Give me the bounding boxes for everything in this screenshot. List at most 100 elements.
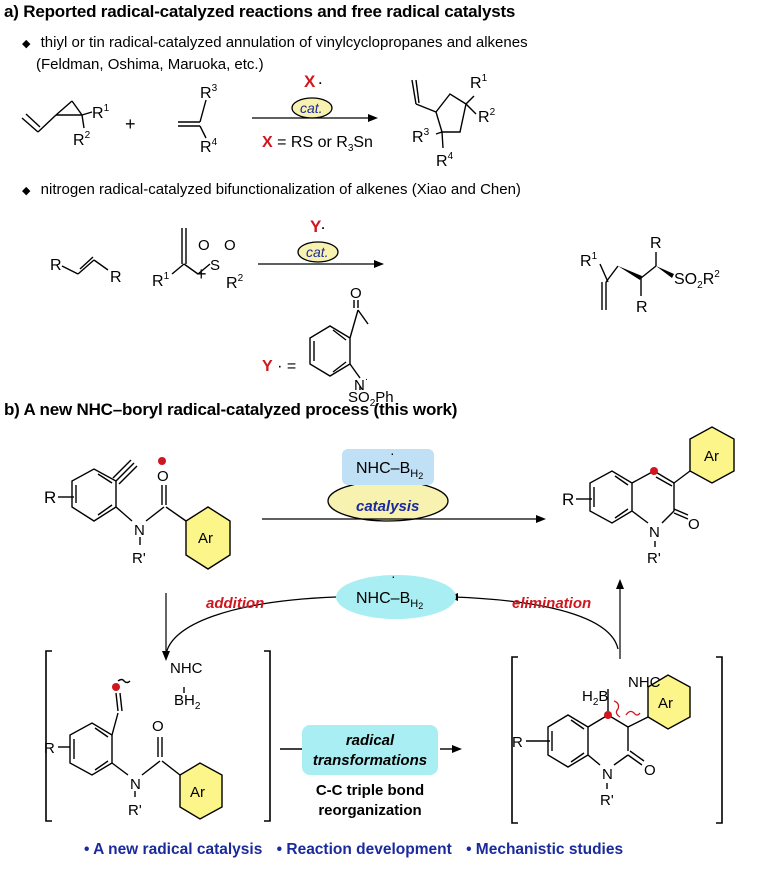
alkene-reactant [178,99,207,139]
nhc-boryl-scheme: R O N R' Ar NHC–BH2 · catalysis Ar R N O… [44,426,735,824]
catalyst-box-label: NHC–BH2 [356,460,423,481]
arrowhead-icon [162,651,170,661]
footer-item: • Mechanistic studies [466,841,624,858]
sulfone-o2: O [224,237,236,254]
substrate-alkyne-amide [71,459,187,545]
bracket-right-open [511,656,518,824]
product-ar: Ar [704,448,719,465]
product-r3: R3 [412,127,430,146]
product2-r1: R1 [580,251,598,270]
alkene-r-right: R [110,269,122,286]
middle-box-line1: radical [346,732,395,749]
x-definition: X = RS or R3Sn [262,134,373,154]
footer-item: • Reaction development [276,841,452,858]
arrowhead-icon [616,579,624,589]
cycle-catalyst-label: NHC–BH2 [356,590,423,611]
dihydroquinolinone-intermediate [526,689,649,789]
catalyst-cycle-ellipse [291,97,333,119]
product-o: O [688,516,700,533]
substrate-r-prime: R' [132,550,146,567]
substrate-o: O [157,468,169,485]
footer-highlights: • A new radical catalysis • Reaction dev… [84,841,623,859]
addition-label: addition [206,595,264,612]
r4-label: R4 [200,137,218,156]
aryl-ring-yellow [647,674,691,730]
aryl-ring-yellow [185,506,231,570]
int2-nhc: NHC [628,674,661,691]
radical-transformations-box [302,725,438,775]
cycle-arc-right [453,596,619,650]
nhc-bh2-catalyst-box [342,449,434,485]
vinylcyclopropane [21,100,93,133]
int2-ar: Ar [658,695,673,712]
cycle-catalyst-ellipse [336,575,456,619]
substrate-r: R [44,488,56,507]
cat-label: cat. [300,100,323,116]
int1-r: R [44,740,55,757]
radical-dot-icon: · [391,568,396,584]
bullet-1-text: thiyl or tin radical-catalyzed annulatio… [40,34,528,51]
bracket-left-close [264,650,271,822]
int2-o: O [644,762,656,779]
int2-r: R [512,734,523,751]
sulfone-o1: O [198,237,210,254]
sulfone-r1: R1 [152,271,170,290]
y-aryl-structure [309,300,369,390]
reaction-1-scheme: R1 R2 + R3 R4 cat. X · X = RS or R3Sn R1… [21,72,496,170]
arrowhead-icon [368,114,378,122]
reaction-2-product: R1 R R SO2R2 [580,235,720,316]
int1-o: O [152,718,164,735]
section-b-title: b) A new NHC–boryl radical-catalyzed pro… [4,400,458,419]
aryl-ring-yellow [179,762,223,820]
arrowhead-icon [452,745,462,753]
int1-ar: Ar [190,784,205,801]
allyl-sulfone [171,228,211,275]
aryl-ring-yellow [689,426,735,484]
bullet-1-refs: (Feldman, Oshima, Maruoka, etc.) [36,56,264,73]
alkene-reactant-2 [61,256,109,275]
product2-r-top: R [650,235,662,252]
product-r4: R4 [436,151,454,170]
y-o-label: O [350,285,362,302]
product-n: N [649,524,660,541]
sulfone-r2: R2 [226,273,244,292]
y-so2ph-label: SO2Ph [348,389,394,409]
int1-n: N [130,776,141,793]
vinyl-radical-intermediate [58,678,185,797]
catalyst-cycle-ellipse-2 [297,241,339,263]
y-n-label: N· [354,374,368,390]
sulfone-s: S [210,257,220,274]
product2-r-bottom: R [636,299,648,316]
catalysis-label: catalysis [356,498,419,515]
plus-sign: + [125,114,136,134]
int2-h2b: H2B [582,688,608,708]
product-r1: R1 [470,73,488,92]
product2-so2r2: SO2R2 [674,269,720,291]
r3-label: R3 [200,83,218,102]
product-r-prime: R' [647,550,661,567]
section-a-title: a) Reported radical-catalyzed reactions … [4,2,516,21]
bullet-2-text: nitrogen radical-catalyzed bifunctionali… [40,181,521,198]
cyclopentane-product [411,79,477,149]
arrowhead-icon [536,515,546,523]
middle-caption-line1: C-C triple bond [316,782,424,799]
radical-dot-icon: · [390,445,395,461]
bracket-right-close [716,656,723,824]
bond-cleavage-arrows-icon [613,700,641,718]
cat-label-2: cat. [306,244,329,260]
r1-label: R1 [92,103,110,122]
bullet-1: ◆ thiyl or tin radical-catalyzed annulat… [22,34,528,51]
bracket-left-open [45,650,52,822]
red-dot-icon [604,711,612,719]
arrowhead-icon [374,260,384,268]
x-radical-label: X · [304,72,323,91]
r2-label: R2 [73,130,91,149]
red-dot-icon [158,457,166,465]
alkene-r-left: R [50,257,62,274]
red-dot-icon [650,467,658,475]
int2-n: N [602,766,613,783]
footer-item: • A new radical catalysis [84,841,263,858]
middle-caption-line2: reorganization [318,802,421,819]
substrate-ar: Ar [198,530,213,547]
bullet-2: ◆ nitrogen radical-catalyzed bifunctiona… [22,181,521,198]
